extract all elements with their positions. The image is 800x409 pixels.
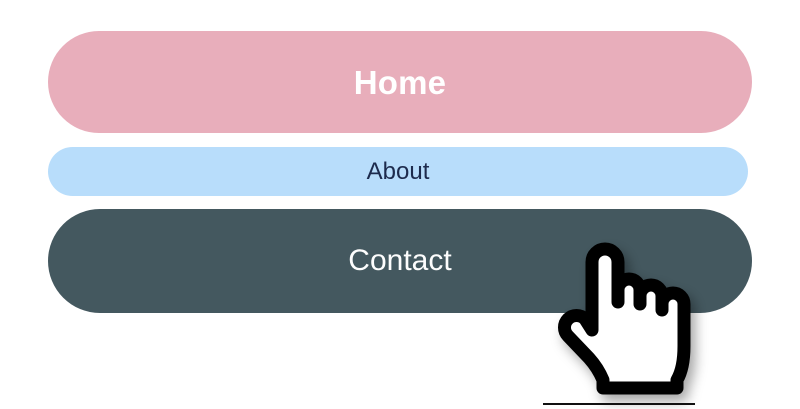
nav-button-about[interactable]: About	[48, 147, 748, 196]
bottom-divider-line	[543, 403, 695, 405]
nav-button-contact[interactable]: Contact	[48, 209, 752, 313]
nav-button-home-label: Home	[353, 63, 447, 101]
nav-button-home[interactable]: Home	[48, 31, 752, 133]
nav-button-contact-label: Contact	[348, 244, 452, 277]
nav-button-about-label: About	[366, 157, 430, 185]
